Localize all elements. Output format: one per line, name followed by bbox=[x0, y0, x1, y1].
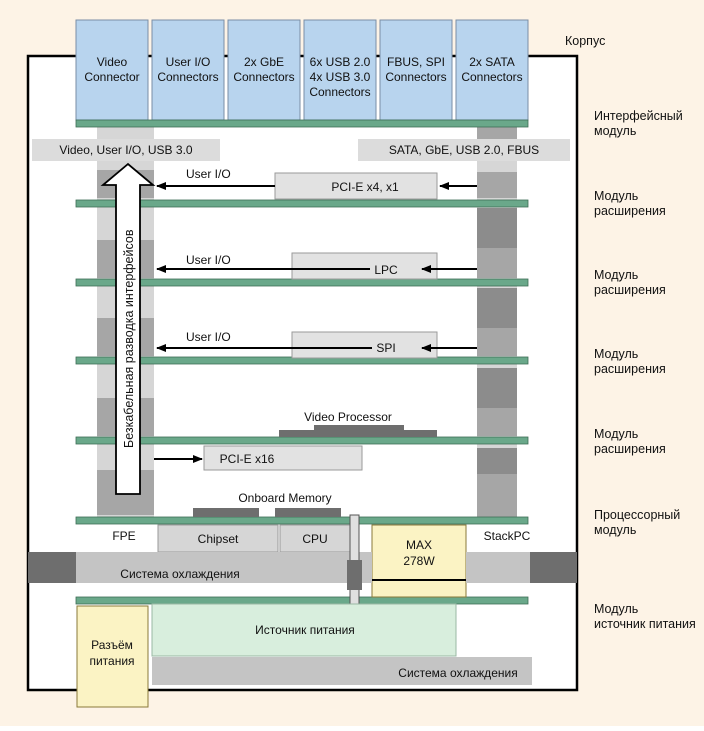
case-side-label: Корпус bbox=[565, 34, 605, 48]
spi-chip bbox=[291, 331, 438, 359]
cpu-label: CPU bbox=[302, 532, 327, 546]
pcie-x4-label: PCI-E x4, x1 bbox=[331, 180, 399, 194]
connector-user-io bbox=[151, 19, 225, 121]
video-processor-chip-top bbox=[314, 425, 404, 430]
cooling-system-1-left-end bbox=[28, 552, 76, 583]
pin-connector-body bbox=[347, 560, 362, 590]
pcie-x4-chip bbox=[274, 172, 438, 200]
right-interface-bar bbox=[358, 139, 570, 161]
power-supply-block bbox=[151, 603, 457, 657]
left-interface-bar bbox=[32, 139, 220, 161]
processor-board bbox=[75, 516, 529, 525]
pcie-x16-label: PCI-E x16 bbox=[220, 452, 275, 466]
cooling-system-2 bbox=[152, 657, 532, 685]
user-io-label-2: User I/O bbox=[186, 253, 231, 267]
memory-chip-2 bbox=[275, 508, 341, 517]
fpe-label: FPE bbox=[112, 529, 135, 543]
pcie-x16-chip bbox=[203, 445, 363, 471]
video-processor-chip bbox=[279, 430, 437, 437]
max-power-divider bbox=[372, 579, 466, 581]
watts-label: 278W bbox=[403, 554, 435, 568]
connector-sata bbox=[455, 19, 529, 121]
right-interface-bar-label: SATA, GbE, USB 2.0, FBUS bbox=[389, 143, 539, 157]
vertical-routing-arrow bbox=[100, 162, 156, 495]
lpc-chip bbox=[291, 252, 438, 280]
memory-chip-1 bbox=[193, 508, 259, 517]
connector-video bbox=[75, 19, 149, 121]
power-board bbox=[75, 596, 529, 605]
chipset-block bbox=[157, 524, 279, 553]
power-supply-label: Источник питания bbox=[255, 623, 355, 637]
lpc-label: LPC bbox=[374, 263, 398, 277]
user-io-label-1: User I/O bbox=[186, 167, 231, 181]
expansion-board-4 bbox=[75, 436, 529, 445]
max-label: MAX bbox=[406, 538, 432, 552]
left-interface-bar-label: Video, User I/O, USB 3.0 bbox=[59, 143, 192, 157]
expansion-board-1 bbox=[75, 199, 529, 208]
expansion-board-2 bbox=[75, 278, 529, 287]
cooling-system-2-label: Система охлаждения bbox=[398, 666, 517, 680]
power-connector-block bbox=[76, 605, 149, 708]
cooling-system-1-right-end bbox=[530, 552, 577, 583]
stackpc-label: StackPC bbox=[484, 529, 531, 543]
cooling-system-1 bbox=[76, 552, 372, 583]
cooling-system-1-label: Система охлаждения bbox=[120, 567, 239, 581]
onboard-memory-label: Onboard Memory bbox=[238, 491, 331, 505]
spi-label: SPI bbox=[376, 341, 395, 355]
user-io-label-3: User I/O bbox=[186, 330, 231, 344]
cooling-system-1-right bbox=[466, 552, 530, 583]
interface-board bbox=[75, 119, 529, 128]
chipset-label: Chipset bbox=[198, 532, 239, 546]
vertical-routing-label: Безкабельная разводка интерфейсов bbox=[122, 229, 136, 448]
video-processor-label: Video Processor bbox=[304, 410, 392, 424]
